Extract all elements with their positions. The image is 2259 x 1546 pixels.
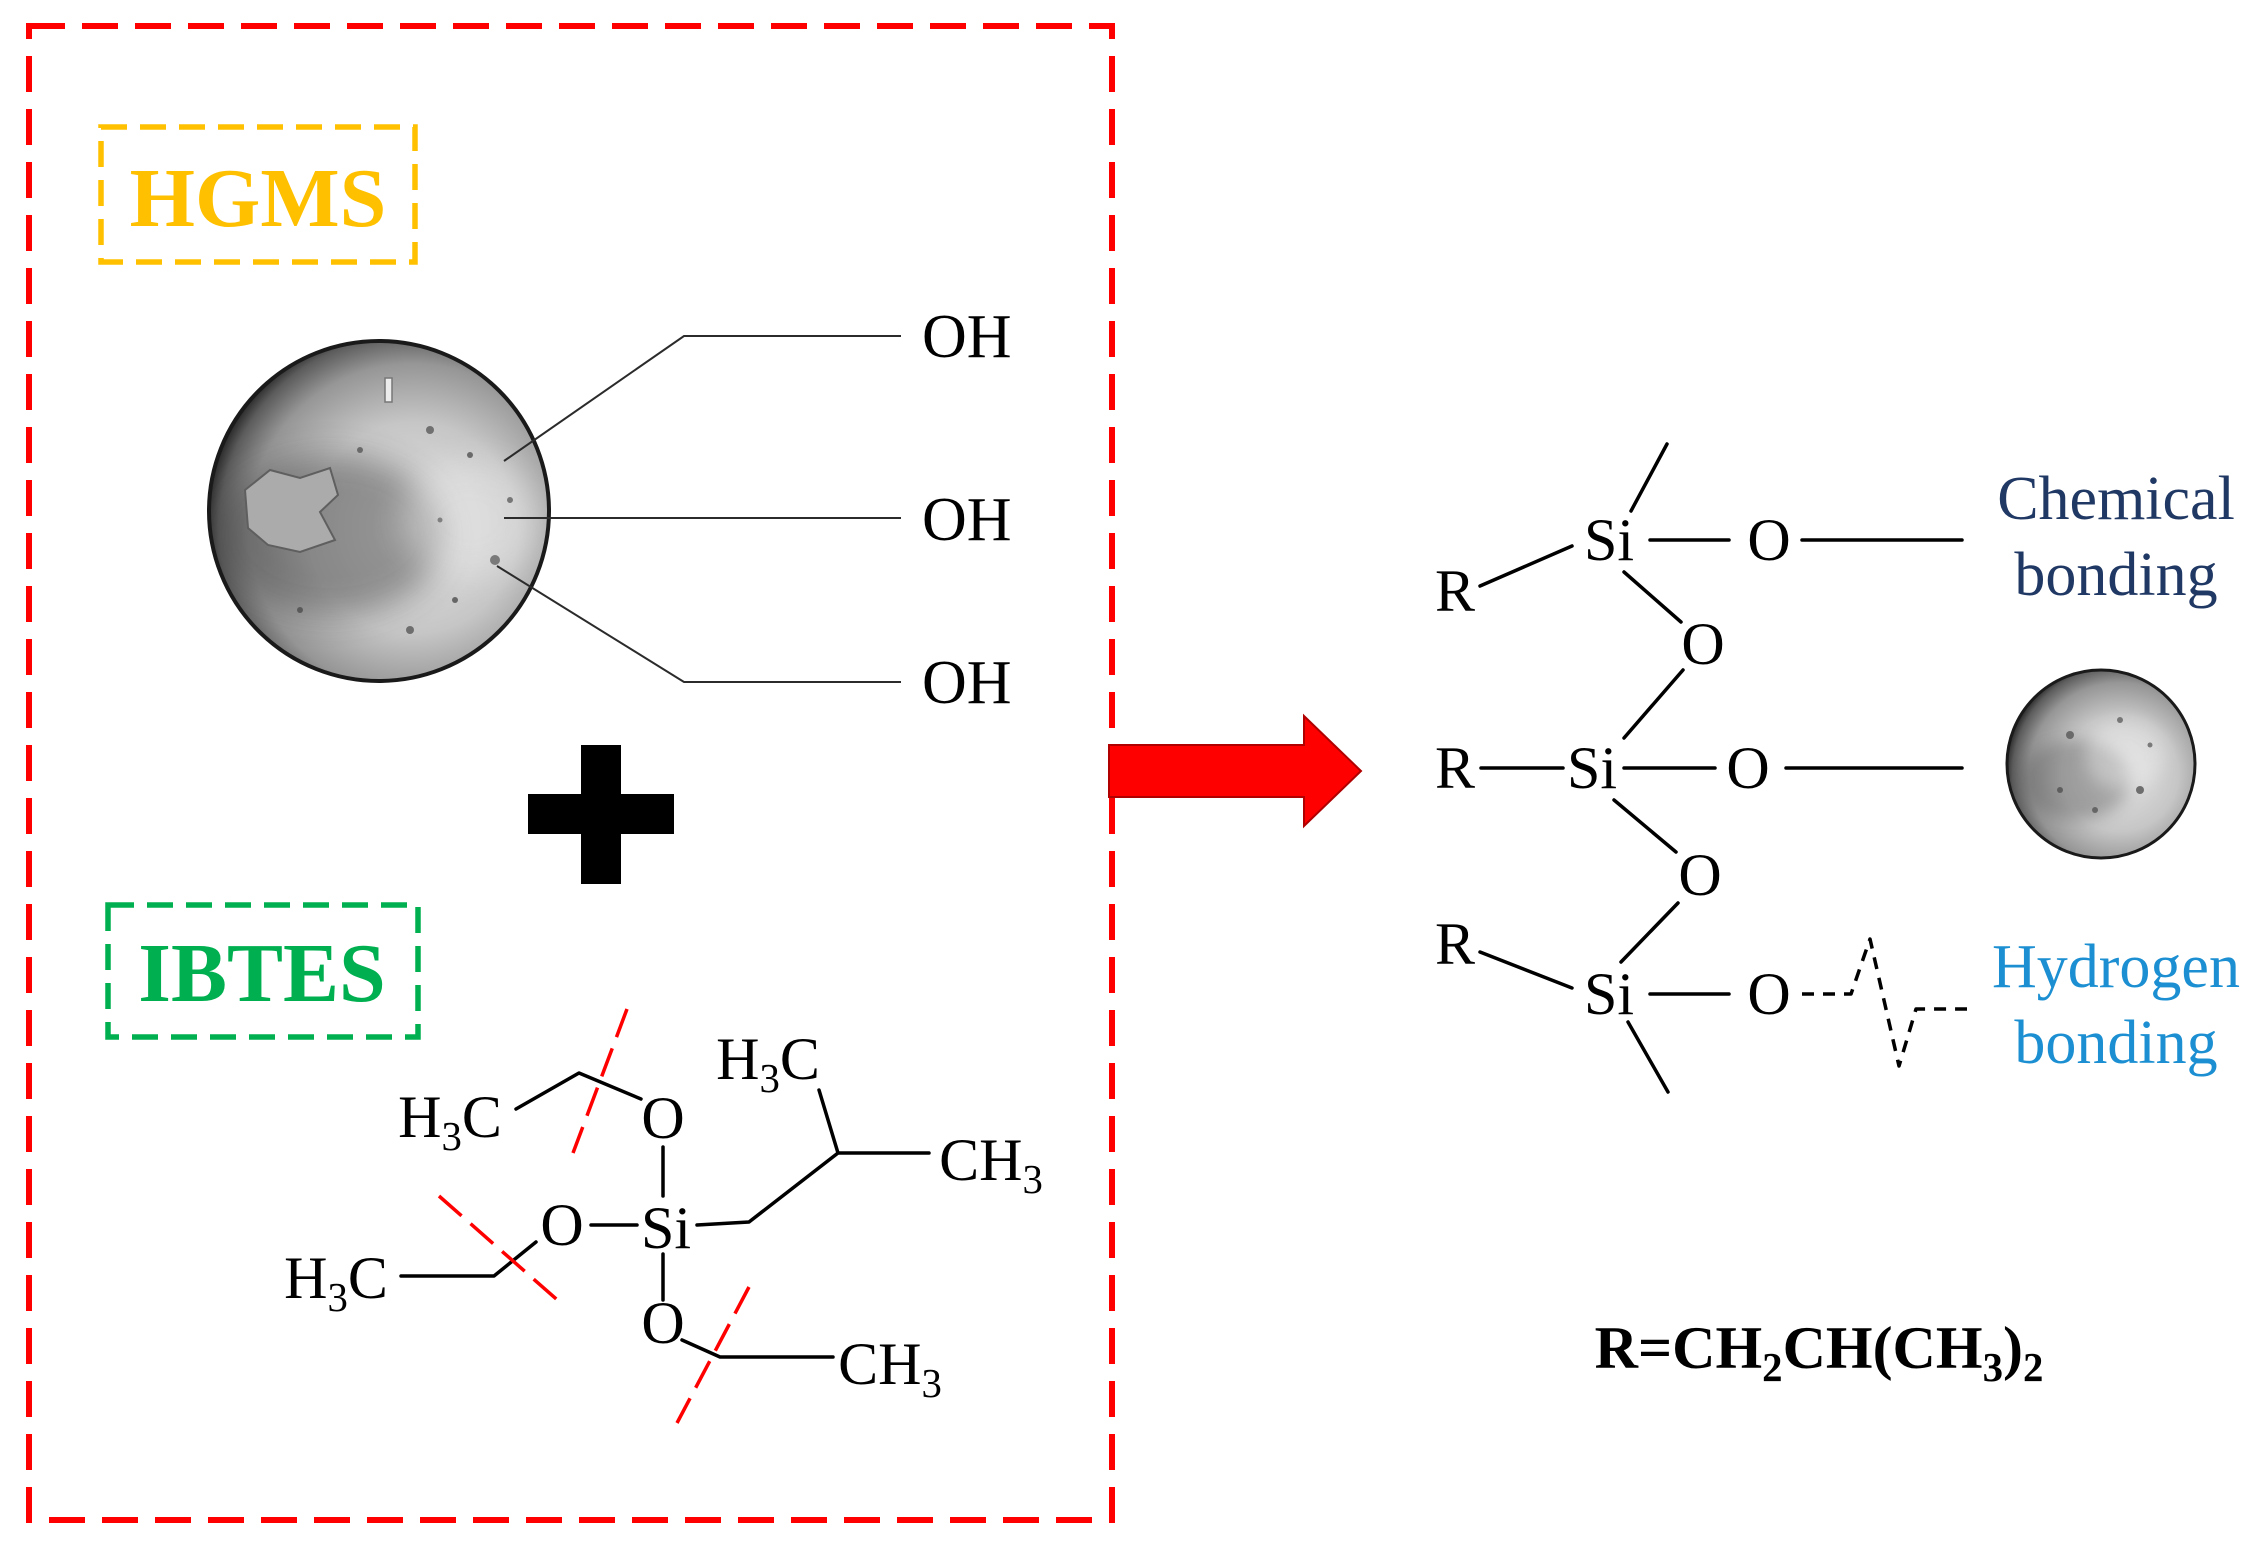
ibtes-label: IBTES — [138, 927, 386, 1020]
hgms-label-border — [98, 124, 418, 265]
atom-isobutyl-methyl-upper: H3C — [716, 1026, 820, 1101]
chemical-bonding-label-line2: bonding — [2014, 541, 2217, 609]
hydrolysis-cut-lower — [675, 1286, 751, 1424]
atom-oxygen-lower: O — [641, 1290, 684, 1356]
hydroxyl-leader-line-top — [503, 335, 901, 462]
microsphere-rim — [207, 339, 551, 683]
atom-methyl-lower: CH3 — [838, 1331, 942, 1406]
bond-r-si-top — [1478, 544, 1574, 588]
product-surface-oxygen-middle: O — [1726, 735, 1769, 801]
reactants-panel: HGMS OH — [26, 23, 1115, 1523]
bond-ethoxy-upper — [514, 1071, 643, 1111]
product-r-group-middle: R — [1435, 735, 1475, 801]
ibtes-label-border — [105, 902, 421, 1040]
product-siloxane-oxygen-upper: O — [1681, 611, 1724, 677]
hydrogen-bond-dashed-zigzag — [1802, 937, 1967, 1068]
atom-methyl-upper-left: H3C — [398, 1084, 502, 1159]
product-structure: Si Si Si O O O O O R R R Chemic — [1435, 442, 2240, 1094]
microsphere-surface-texture — [215, 377, 540, 634]
bond-si-top-methyl-stub — [1629, 442, 1669, 513]
atom-oxygen-left: O — [540, 1192, 583, 1258]
hydrogen-bonding-label-line2: bonding — [2014, 1009, 2217, 1077]
reaction-arrow — [1108, 713, 1363, 829]
r-group-definition: R=CH2CH(CH3)2 — [1595, 1315, 2044, 1390]
bond-ethoxy-left — [399, 1240, 538, 1278]
hgms-microsphere — [207, 339, 551, 683]
product-microsphere-rim — [2005, 668, 2197, 860]
hydroxyl-group-middle: OH — [922, 486, 1012, 554]
ibtes-molecule: H3C O Si O H3C O CH3 H3C CH3 — [284, 1008, 1043, 1424]
hydrolysis-cut-left — [437, 1194, 564, 1306]
product-r-group-bottom: R — [1435, 911, 1475, 977]
hydroxyl-group-bottom: OH — [922, 649, 1012, 717]
atom-oxygen-upper: O — [641, 1085, 684, 1151]
bond-si-top-o-bridge — [1622, 570, 1683, 624]
ibtes-label-box: IBTES — [105, 902, 421, 1040]
atom-isobutyl-methyl-right: CH3 — [939, 1127, 1043, 1202]
product-surface-oxygen-top: O — [1747, 507, 1790, 573]
product-siloxane-oxygen-lower: O — [1678, 842, 1721, 908]
hydrolysis-cut-upper — [571, 1008, 629, 1154]
product-microsphere-texture — [2020, 717, 2165, 820]
bond-isobutyl-branch — [817, 1088, 840, 1155]
product-surface-oxygen-bottom: O — [1747, 961, 1790, 1027]
bond-isobutyl-chain — [695, 1151, 931, 1227]
hydroxyl-leader-line-bottom — [496, 565, 901, 683]
chemical-bonding-label-line1: Chemical — [1997, 465, 2235, 533]
bond-o-bridge-si-bottom — [1619, 901, 1680, 964]
product-silicon-middle: Si — [1567, 735, 1617, 801]
bond-r-si-bottom — [1478, 950, 1574, 990]
hydroxyl-group-top: OH — [922, 303, 1012, 371]
product-silicon-bottom: Si — [1584, 961, 1634, 1027]
hgms-label-box: HGMS — [98, 124, 418, 265]
product-hgms-microsphere — [2005, 668, 2197, 860]
atom-methyl-lower-left: H3C — [284, 1245, 388, 1320]
bond-si-bottom-methyl-stub — [1626, 1020, 1670, 1094]
bond-o-bridge-si-middle — [1622, 668, 1685, 740]
plus-sign — [528, 745, 674, 884]
atom-silicon: Si — [641, 1195, 691, 1261]
hgms-label: HGMS — [130, 152, 387, 245]
product-silicon-top: Si — [1584, 507, 1634, 573]
bond-si-middle-o-bridge — [1612, 798, 1678, 854]
bond-ethoxy-lower — [680, 1338, 835, 1359]
hydrogen-bonding-label-line1: Hydrogen — [1992, 933, 2240, 1001]
product-r-group-top: R — [1435, 558, 1475, 624]
